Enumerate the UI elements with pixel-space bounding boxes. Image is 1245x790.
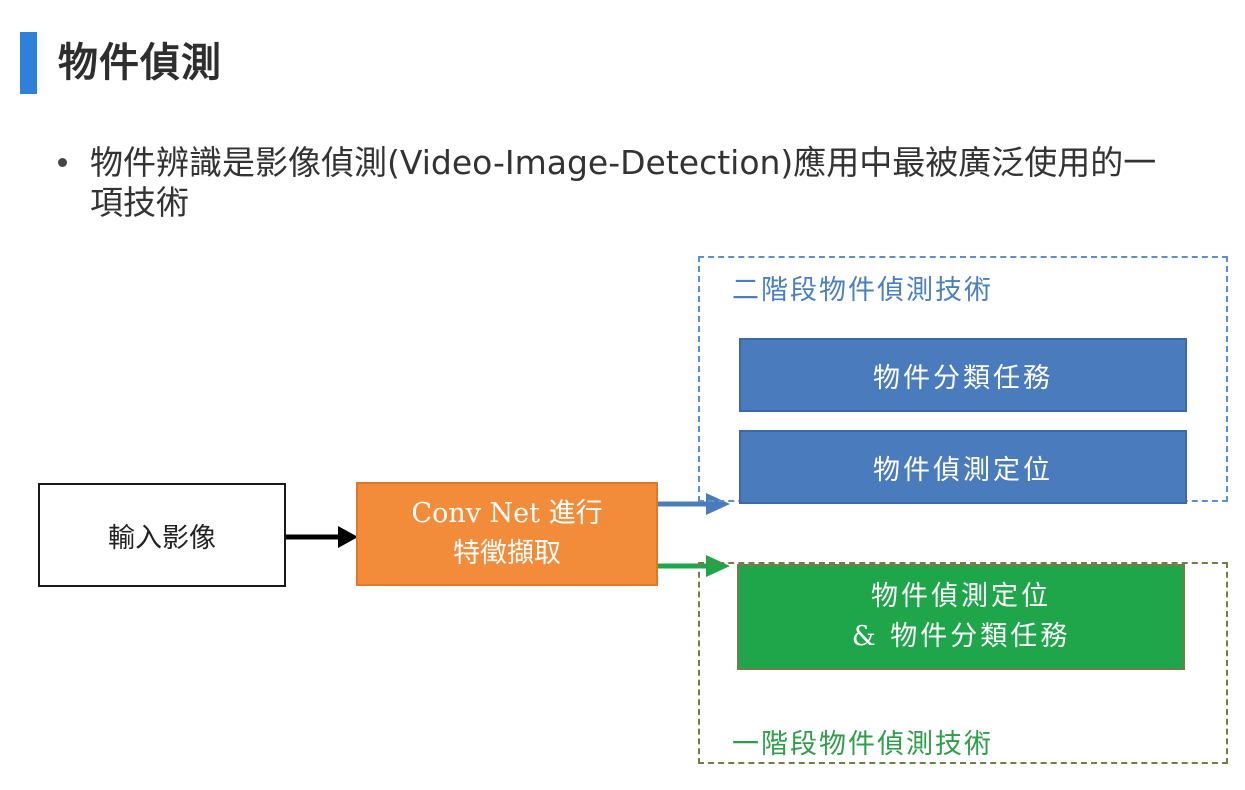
one-stage-label: 一階段物件偵測技術 [732,729,993,760]
arrow-conv-to-two-stage [658,493,730,515]
one-stage-task-line1: 物件偵測定位 [871,581,1051,612]
conv-net-line2: 特徵擷取 [453,538,561,569]
bullet-text: 物件辨識是影像偵測(Video-Image-Detection)應用中最被廣泛使… [90,143,1157,222]
conv-net-box: Conv Net 進行 特徵擷取 [356,482,658,586]
conv-net-line1: Conv Net 進行 [411,498,603,529]
one-stage-frame [698,562,1228,764]
classification-task-box: 物件分類任務 [739,338,1187,412]
arrow-input-to-conv [286,526,358,548]
one-stage-task-box: 物件偵測定位 & 物件分類任務 [737,564,1185,670]
two-stage-label: 二階段物件偵測技術 [732,275,993,306]
bullet-dot [58,158,67,167]
one-stage-task-line2: & 物件分類任務 [851,621,1071,652]
page-title: 物件偵測 [58,40,222,86]
title-accent-bar [20,32,37,94]
input-image-box: 輸入影像 [38,483,286,587]
localization-task-box: 物件偵測定位 [739,430,1187,504]
